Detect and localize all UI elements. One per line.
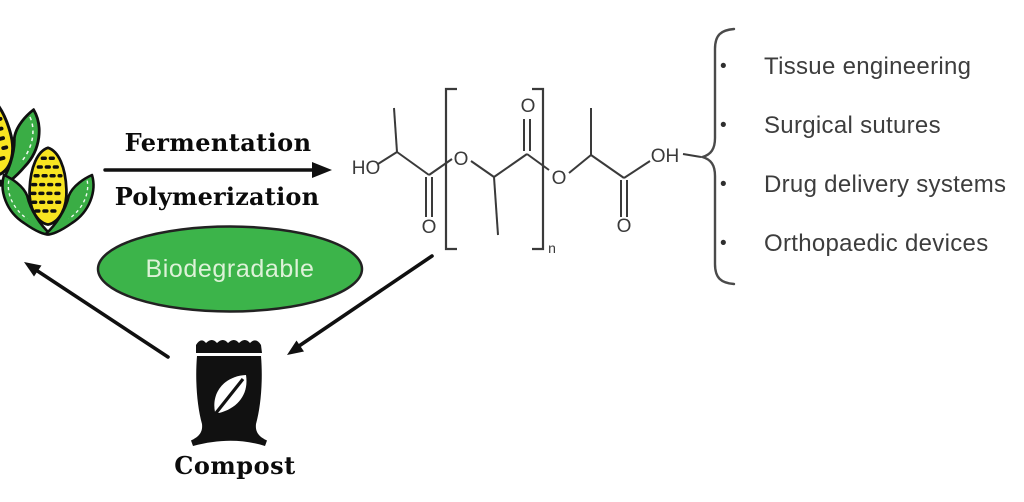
bullet-icon: • [720, 115, 727, 136]
pla-molecule: HO O O O O O OH n [352, 87, 702, 256]
atom-label-carbonyl-o3: O [617, 216, 632, 237]
fermentation-arrowhead [312, 162, 332, 178]
application-label: Drug delivery systems [764, 171, 1007, 198]
atom-label-carbonyl-o2: O [521, 96, 536, 117]
bullet-icon: • [720, 174, 727, 195]
application-label: Orthopaedic devices [764, 230, 989, 257]
compost-to-corn-arrow [24, 262, 170, 359]
structure-to-compost-arrowhead [287, 340, 304, 355]
application-label: Tissue engineering [764, 53, 972, 80]
compost-label: Compost [174, 451, 296, 480]
application-item-surgical-sutures: • Surgical sutures [720, 113, 1006, 139]
bullet-icon: • [720, 56, 727, 77]
applications-brace [698, 27, 736, 286]
atom-label-ester-o2: O [552, 168, 567, 189]
polymerization-label: Polymerization [114, 182, 320, 211]
biodegradable-label: Biodegradable [145, 255, 315, 283]
compost-to-corn-arrowhead [24, 262, 42, 277]
repeat-subscript-n: n [548, 240, 556, 256]
application-item-tissue-engineering: • Tissue engineering [720, 54, 1006, 80]
application-item-drug-delivery: • Drug delivery systems [720, 172, 1006, 198]
biodegradable-ellipse [96, 225, 364, 313]
atom-label-carbonyl-o1: O [422, 217, 437, 238]
application-item-orthopaedic-devices: • Orthopaedic devices [720, 231, 1006, 257]
atom-label-oh: OH [651, 146, 680, 167]
atom-label-ester-o1: O [454, 149, 469, 170]
fermentation-arrow [103, 162, 332, 178]
leaf-stem [210, 378, 245, 419]
atom-label-ho: HO [352, 158, 381, 179]
applications-list: • Tissue engineering • Surgical sutures … [720, 54, 1006, 290]
bullet-icon: • [720, 233, 727, 254]
repeat-unit-brackets [444, 87, 545, 251]
bag-crimped-top [196, 340, 262, 353]
corn-icon [0, 78, 96, 237]
molecule-bonds [377, 107, 702, 236]
compost-bag-icon [191, 340, 267, 446]
application-label: Surgical sutures [764, 112, 941, 139]
fermentation-label: Fermentation [124, 128, 312, 157]
structure-to-compost-arrow [287, 254, 434, 355]
